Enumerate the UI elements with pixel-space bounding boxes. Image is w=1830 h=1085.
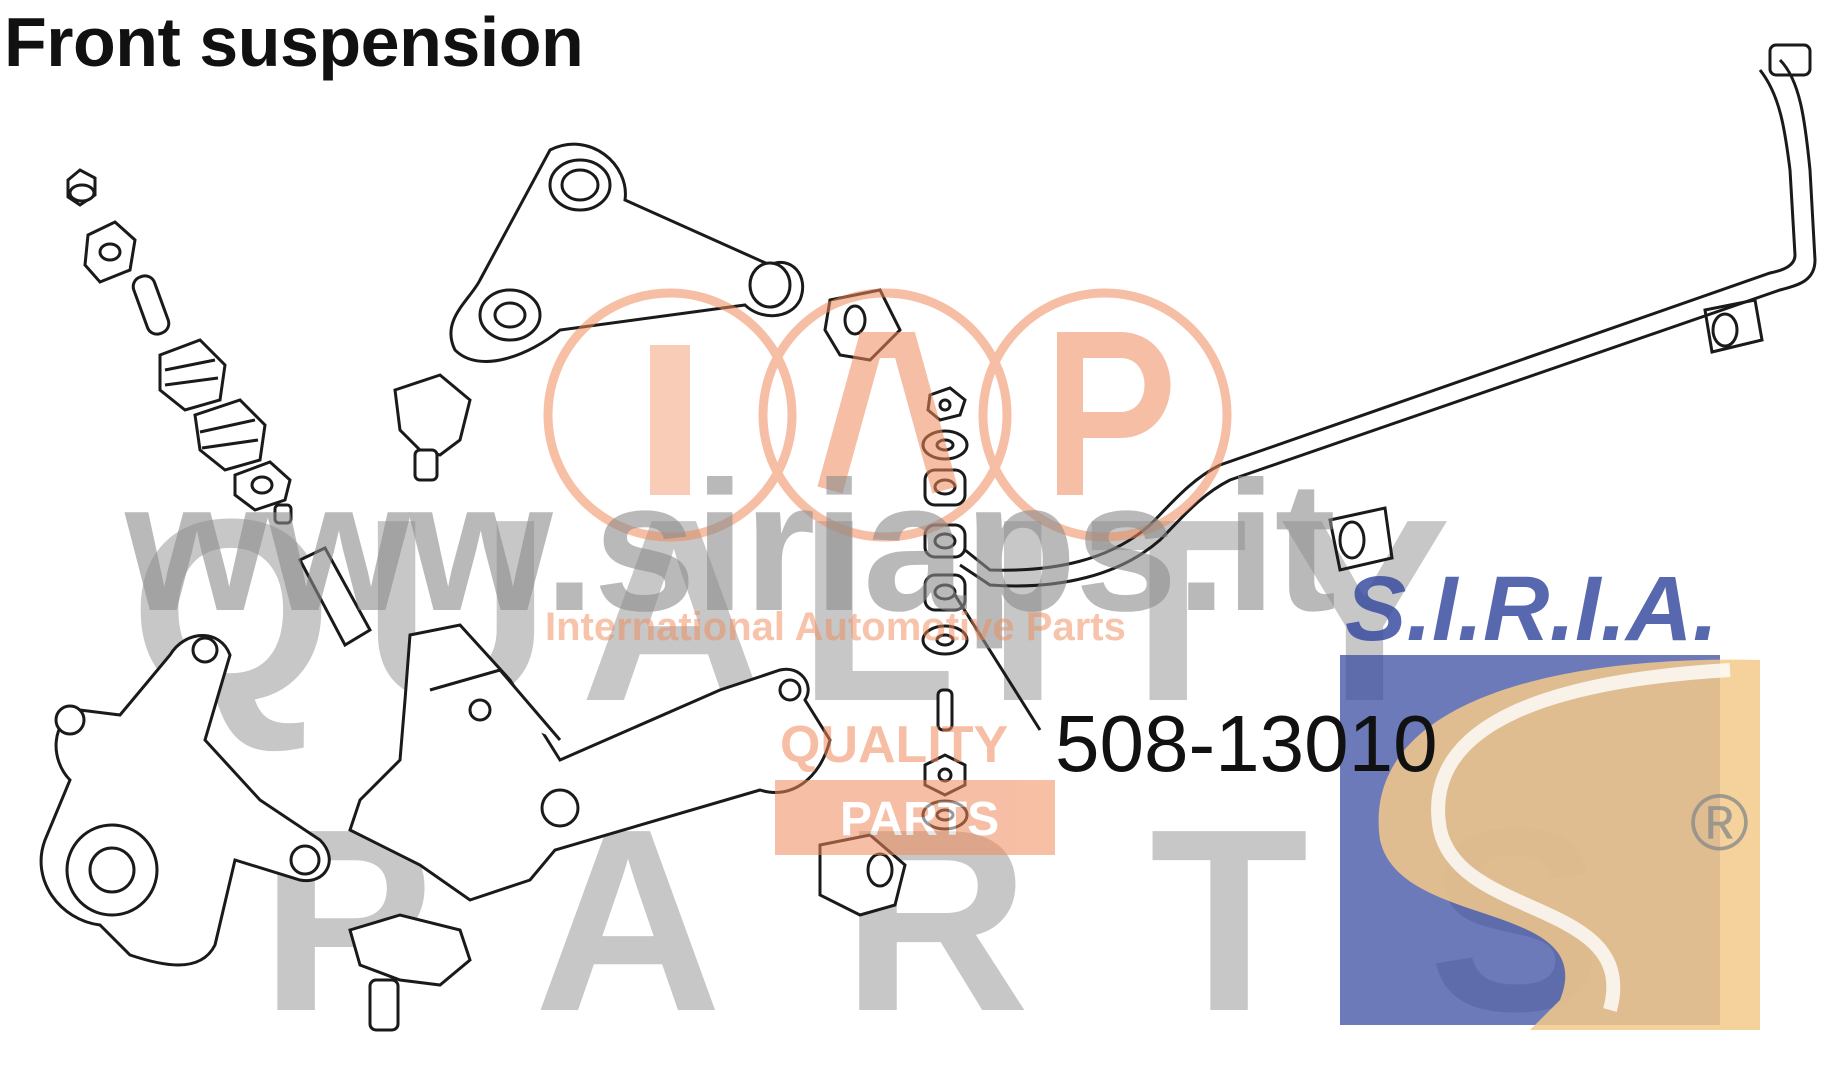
shock-absorber-stack-icon [66, 168, 373, 648]
lower-control-arm-icon [348, 623, 832, 902]
stabilizer-bar-icon [959, 43, 1817, 588]
link-bolt-icon [936, 688, 954, 732]
upper-control-arm-icon [449, 142, 805, 363]
lower-ball-joint-icon [348, 913, 472, 1032]
stabilizer-bushing-center-icon [1328, 506, 1394, 572]
page-title: Front suspension [4, 3, 584, 81]
link-bushing-lower-icon [923, 573, 967, 612]
iap-watermark-logo [543, 288, 1232, 542]
steering-knuckle-icon [39, 634, 331, 967]
part-leader-line [953, 594, 1042, 731]
stabilizer-bushing-right-icon [1703, 298, 1764, 354]
siria-brand-logo: S.I.R.I.A. ® [1340, 558, 1760, 1030]
badge-quality-text: QUALITY [780, 716, 1008, 774]
watermark-url: www.siriaps.it [124, 444, 1334, 650]
siria-brand-text: S.I.R.I.A. [1345, 558, 1718, 660]
quality-parts-badge: QUALITY PARTS [775, 716, 1055, 855]
link-washer-lower-icon [921, 624, 969, 656]
badge-parts-text: PARTS [840, 793, 999, 846]
registered-mark: ® [1690, 778, 1749, 867]
part-number-label: 508-13010 [1055, 699, 1438, 788]
watermark-tagline: International Automotive Parts [545, 605, 1126, 649]
upper-ball-joint-icon [393, 373, 472, 482]
